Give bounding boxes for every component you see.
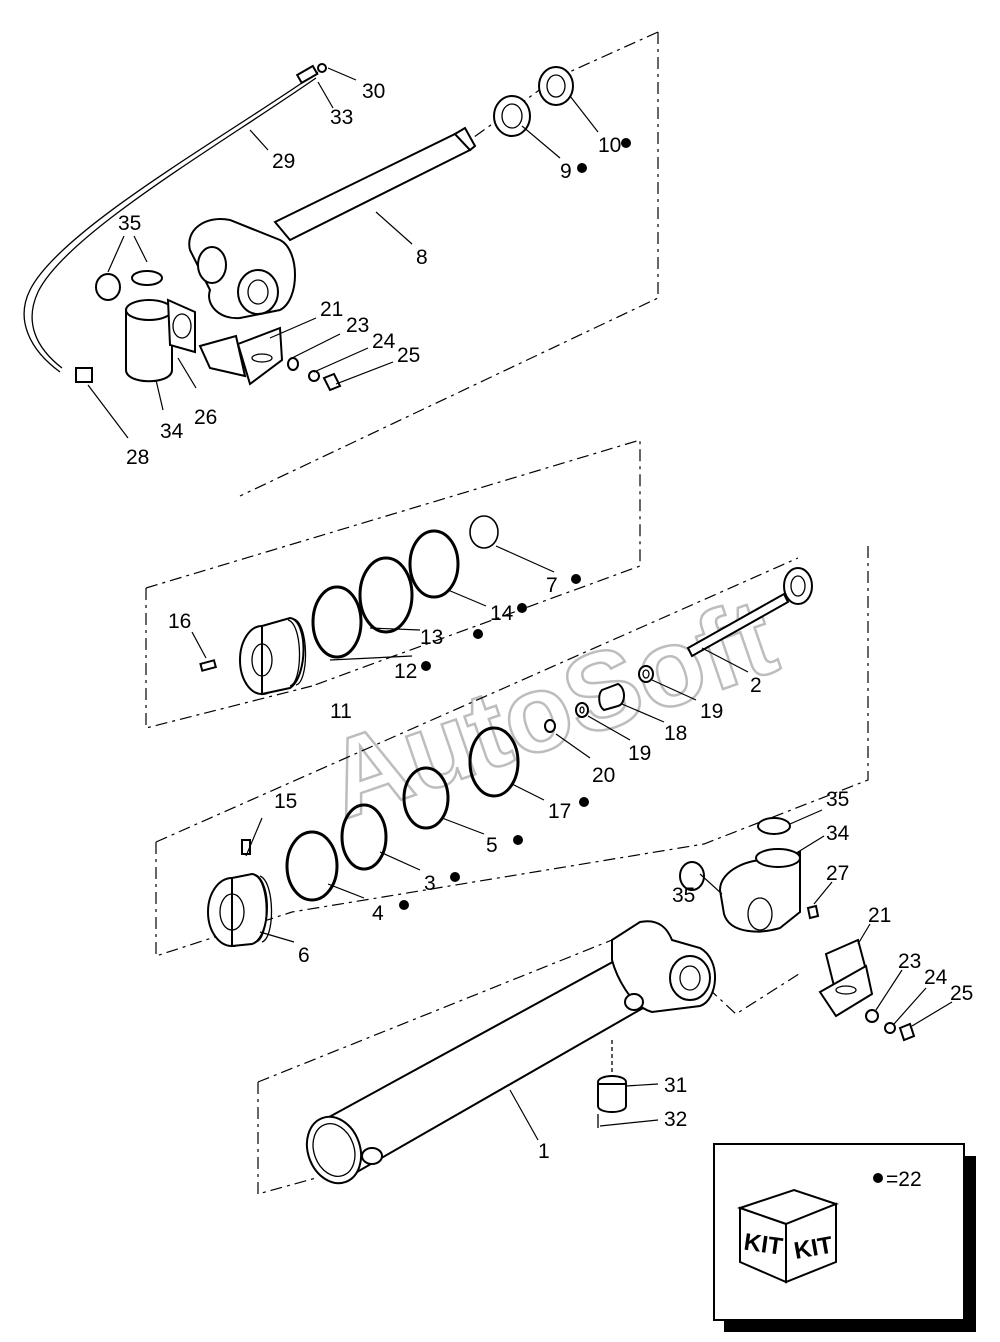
label-25b: 25 [950,982,973,1005]
kit-dot-13 [473,629,483,639]
label-15: 15 [274,790,297,813]
label-34a: 34 [160,420,184,443]
kit-dot-5 [513,835,523,845]
label-12: 12 [394,660,417,683]
label-1: 1 [538,1140,550,1163]
legend-note: =22 [886,1168,922,1191]
label-32: 32 [664,1108,687,1131]
label-31: 31 [664,1074,687,1097]
label-19a: 19 [700,700,723,723]
kit-dot-4 [399,900,409,910]
label-16: 16 [168,610,191,633]
label-14: 14 [490,602,514,625]
kit-label-front: KIT [742,1229,784,1261]
label-23b: 23 [898,950,921,973]
piston-group: 15 6 4 3 5 17 20 19 18 19 2 [155,546,869,967]
label-34b: 34 [826,822,850,845]
label-33: 33 [330,106,353,129]
label-30: 30 [362,80,385,103]
barrel-group: 1 31 32 35 35 34 27 21 23 24 25 [257,788,973,1195]
label-9: 9 [560,160,572,183]
label-3: 3 [424,872,436,895]
label-21b: 21 [868,904,891,927]
label-2: 2 [750,674,762,697]
kit-dot-7 [571,574,581,584]
label-28: 28 [126,446,149,469]
label-35b: 35 [672,884,695,907]
kit-dot-9 [577,163,587,173]
label-27: 27 [826,862,849,885]
label-35a: 35 [118,212,141,235]
label-13: 13 [420,626,443,649]
rod-assembly-group: 30 33 29 8 9 10 35 21 23 24 25 26 34 28 [23,31,659,497]
kit-label-side: KIT [792,1232,835,1265]
kit-dot-10 [621,138,631,148]
label-25a: 25 [397,344,420,367]
label-24b: 24 [924,966,948,989]
kit-box-side [785,1202,837,1284]
label-6: 6 [298,944,310,967]
label-35c: 35 [826,788,849,811]
label-21a: 21 [320,298,343,321]
label-5: 5 [486,834,498,857]
label-20: 20 [592,764,615,787]
legend-dot [873,1173,883,1183]
label-24a: 24 [372,330,396,353]
kit-dot-3 [450,872,460,882]
kit-dot-14 [517,603,527,613]
kit-dot-12 [421,661,431,671]
label-23a: 23 [346,314,369,337]
label-10: 10 [598,134,621,157]
gland-group: 16 11 12 13 14 7 [145,439,641,729]
label-29: 29 [272,150,295,173]
label-17: 17 [548,800,571,823]
label-26: 26 [194,406,217,429]
label-4: 4 [372,902,384,925]
label-18: 18 [664,722,687,745]
kit-dot-17 [579,797,589,807]
kit-legend: KIT KIT =22 [713,1143,976,1332]
label-8: 8 [416,246,428,269]
label-11: 11 [330,700,352,723]
label-19b: 19 [628,742,651,765]
label-7: 7 [546,574,558,597]
